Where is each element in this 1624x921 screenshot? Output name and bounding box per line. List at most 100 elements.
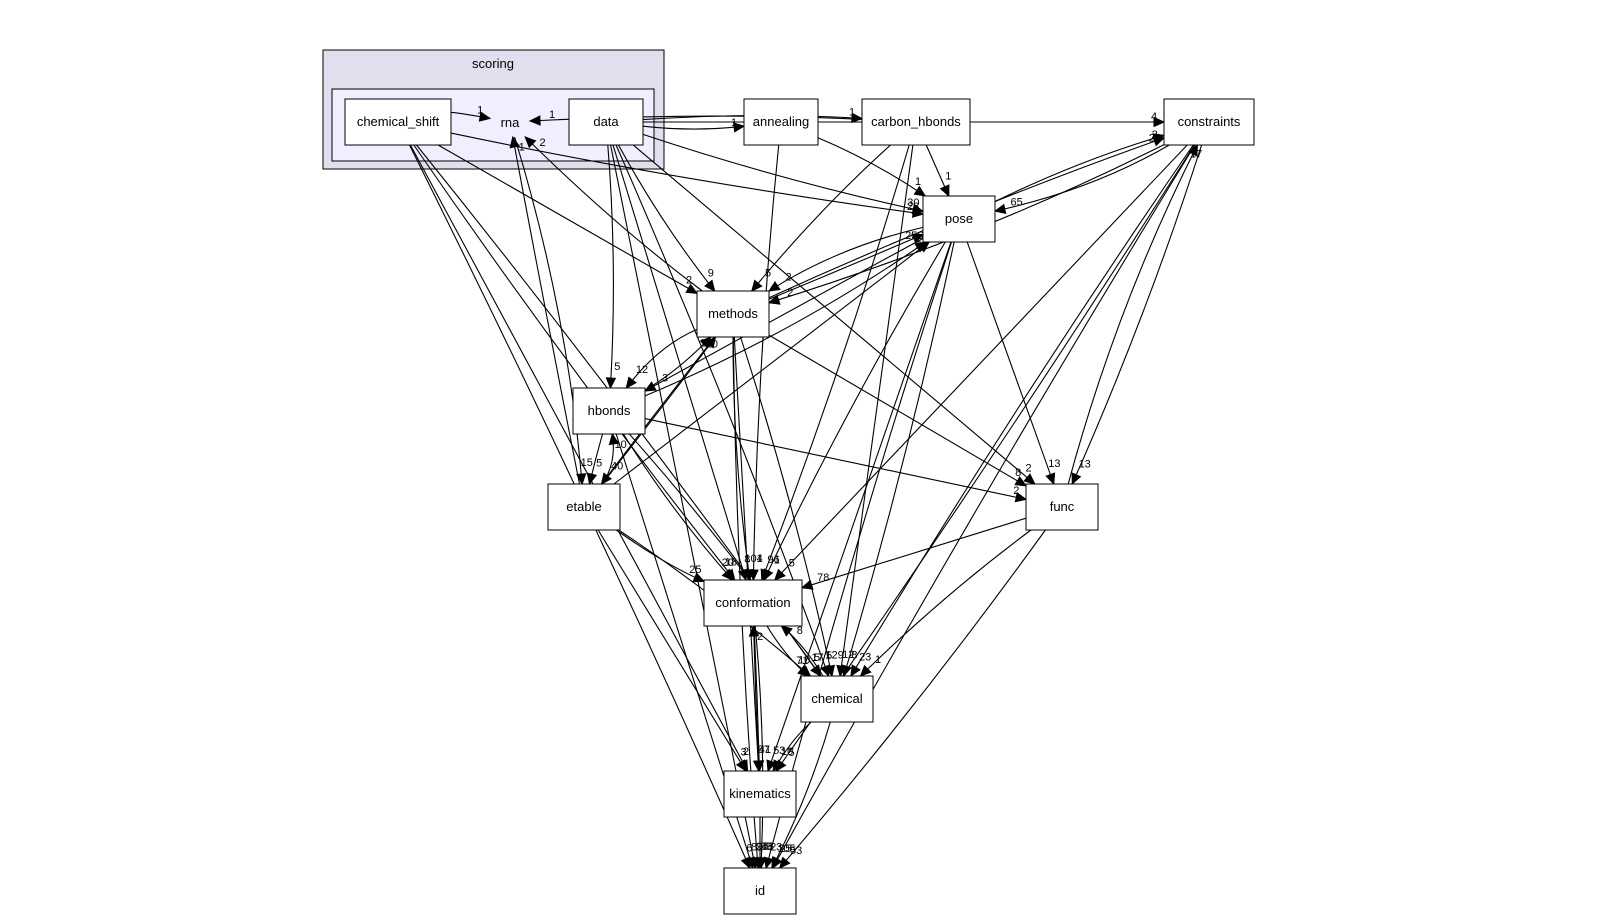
node-annealing[interactable]: annealing	[743, 98, 819, 146]
edge-hbonds-to-conformation	[622, 433, 734, 581]
edge-kinematics-to-conformation	[753, 625, 760, 772]
arrowhead	[751, 279, 763, 292]
node-kinematics[interactable]: kinematics	[723, 770, 797, 818]
node-label: func	[1050, 499, 1075, 514]
edge-count-label: 96	[767, 554, 779, 566]
edge-count-label: 5	[826, 650, 832, 662]
edge-annealing-to-conformation	[752, 144, 780, 581]
edge-count-label: 10	[781, 746, 793, 758]
edge-count-label: 41	[759, 744, 771, 756]
edge-count-label: 12	[842, 649, 854, 661]
node-carbon-hbonds[interactable]: carbon_hbonds	[861, 98, 971, 146]
arrowhead	[608, 432, 620, 446]
node-chemical-shift[interactable]: chemical_shift	[344, 98, 452, 146]
node-label: id	[755, 883, 765, 898]
edge-count-label: 8	[851, 650, 857, 662]
edge-func-to-constraints	[1067, 144, 1198, 485]
edge-pose-to-conformation	[763, 241, 946, 581]
node-pose[interactable]: pose	[922, 195, 996, 243]
node-methods[interactable]: methods	[696, 290, 770, 338]
edge-count-label: 2	[743, 746, 749, 758]
edge-methods-to-kinematics	[733, 336, 760, 772]
edge-count-label: 5	[765, 268, 771, 280]
node-data[interactable]: data	[568, 98, 644, 146]
edge-constraints-to-conformation	[774, 144, 1188, 581]
edge-rna-to-etable	[514, 136, 583, 485]
node-box	[344, 98, 452, 146]
node-constraints[interactable]: constraints	[1163, 98, 1255, 146]
arrowhead	[763, 856, 774, 870]
cluster-rna-label: rna	[501, 115, 521, 130]
edge-etable-to-rna	[512, 136, 581, 485]
node-func[interactable]: func	[1025, 483, 1099, 531]
arrowhead	[478, 111, 492, 122]
edge-count-label: 10	[700, 338, 712, 350]
arrowhead	[824, 664, 835, 678]
arrowhead	[1152, 136, 1166, 147]
node-hbonds[interactable]: hbonds	[572, 387, 646, 435]
edge-conformation-to-kinematics	[753, 625, 760, 772]
node-label: annealing	[753, 114, 809, 129]
node-id[interactable]: id	[723, 867, 797, 915]
arrowhead	[939, 184, 950, 198]
edge-count-label: 18	[725, 557, 737, 569]
edge-data-to-conformation	[612, 144, 747, 581]
node-label: kinematics	[729, 786, 791, 801]
node-chemical[interactable]: chemical	[800, 675, 874, 723]
node-box	[1163, 98, 1255, 146]
arrowhead	[767, 280, 781, 292]
edge-count-label: 65	[1010, 197, 1022, 209]
edge-count-label: 8	[797, 625, 803, 637]
edge-pose-to-methods	[768, 226, 924, 292]
edge-carbon-hbonds-to-chemical	[839, 144, 914, 677]
node-label: methods	[708, 306, 758, 321]
edge-count-label: 1	[945, 170, 951, 182]
node-conformation[interactable]: conformation	[703, 579, 803, 627]
arrowhead	[911, 203, 925, 215]
node-box	[723, 770, 797, 818]
arrowhead	[625, 376, 637, 389]
edge-count-label: 53	[790, 845, 802, 857]
edge-count-label: 1	[849, 107, 855, 119]
node-label: etable	[566, 499, 601, 514]
edge-data-to-hbonds	[607, 144, 614, 389]
edge-count-label: 1	[757, 553, 763, 565]
edge-count-label: 57	[758, 744, 770, 756]
edge-count-label: 17	[811, 652, 823, 664]
edge-func-to-chemical	[860, 529, 1032, 677]
arrowhead	[605, 377, 617, 390]
node-label: carbon_hbonds	[871, 114, 961, 129]
node-label: chemical_shift	[357, 114, 440, 129]
edge-conformation-to-id	[754, 625, 764, 869]
edge-count-label: 8	[751, 842, 757, 854]
edge-count-label: 104	[744, 553, 762, 565]
arrowhead	[524, 136, 537, 149]
edge-count-label: 5	[596, 457, 602, 469]
edge-count-label: 5	[789, 557, 795, 569]
node-label: pose	[945, 211, 973, 226]
edge-count-label: 23	[859, 651, 871, 663]
arrowhead	[1153, 116, 1166, 128]
edge-pose-to-hbonds	[644, 238, 924, 392]
edge-pose-to-kinematics	[767, 241, 952, 772]
edge-constraints-to-chemical	[850, 144, 1194, 677]
edge-count-label: 4	[1151, 111, 1157, 123]
node-etable[interactable]: etable	[547, 483, 621, 531]
edge-func-to-id	[779, 529, 1046, 869]
arrowhead	[1014, 492, 1028, 503]
arrowhead	[735, 759, 747, 773]
edge-count-label: 2	[787, 287, 793, 299]
edge-count-label: 5	[814, 652, 820, 664]
edge-count-label: 10	[798, 655, 810, 667]
edge-count-label: 1	[774, 555, 780, 567]
node-label: hbonds	[588, 403, 631, 418]
arrowhead	[748, 624, 760, 637]
edge-count-label: 17	[1190, 148, 1202, 160]
edge-constraints-to-func	[1071, 144, 1203, 485]
edge-count-label: 71	[796, 655, 808, 667]
arrowhead	[1023, 473, 1036, 485]
edge-chemical-shift-to-conformation	[413, 144, 736, 581]
edge-hbonds-to-chemical	[628, 433, 822, 677]
edge-count-label: 1	[549, 109, 555, 121]
